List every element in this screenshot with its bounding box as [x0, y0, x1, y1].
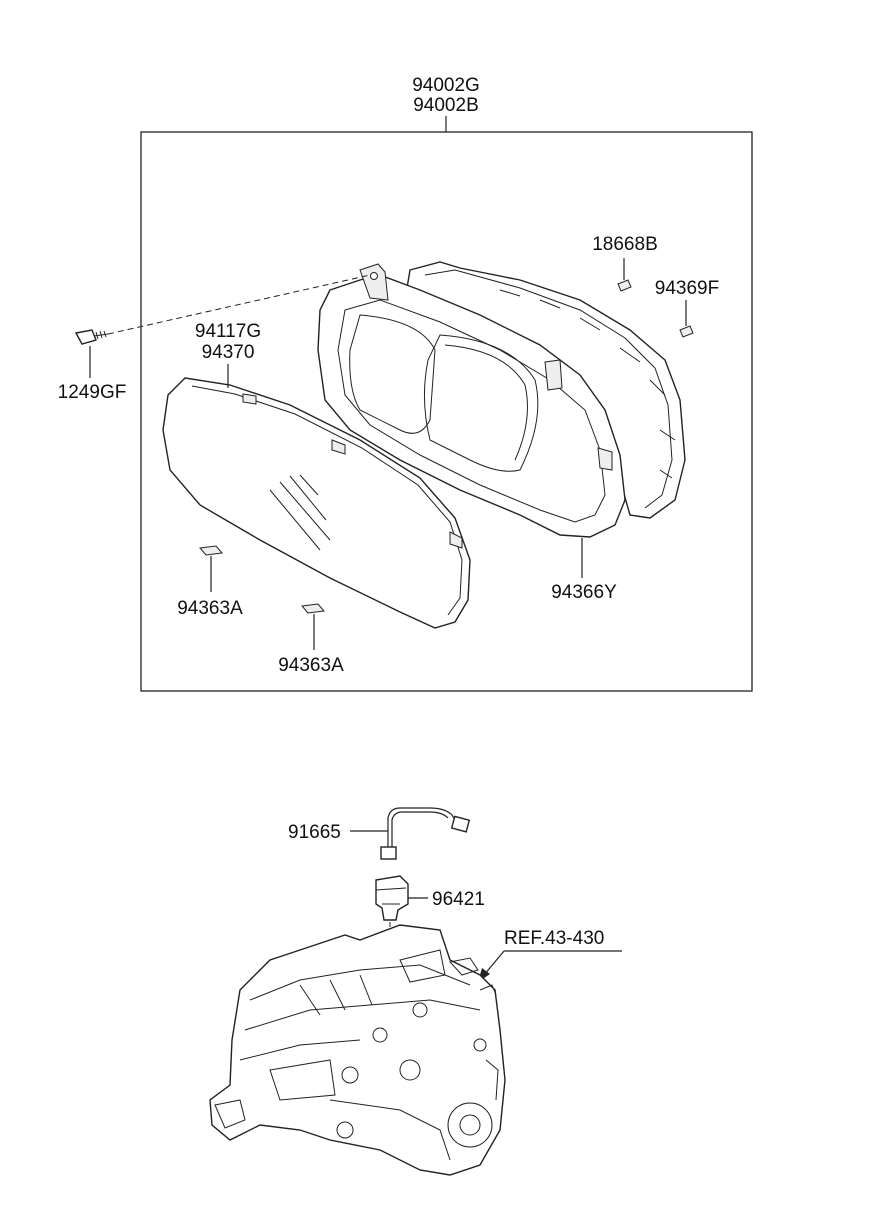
clip-94369F	[679, 325, 694, 338]
speed-sensor-96421	[375, 875, 409, 921]
cluster-housing-94366Y	[317, 263, 626, 538]
cluster-assembly-frame	[140, 131, 753, 692]
label-94363A-1: 94363A	[177, 598, 243, 619]
clip-18668B	[617, 279, 632, 292]
harness-91665	[380, 807, 471, 860]
label-18668B: 18668B	[592, 234, 658, 255]
screw-1249GF	[74, 329, 109, 345]
label-94117G: 94117G	[195, 321, 261, 342]
label-94366Y: 94366Y	[551, 582, 617, 603]
label-94363A-2: 94363A	[278, 655, 344, 676]
label-91665: 91665	[288, 822, 341, 843]
label-1249GF: 1249GF	[58, 382, 127, 403]
label-96421: 96421	[432, 889, 485, 910]
pad-94363A-2	[301, 603, 325, 614]
assembly-part-number-2: 94002B	[413, 95, 479, 116]
label-94370: 94370	[202, 342, 255, 363]
transaxle-assembly	[209, 924, 506, 1176]
label-94369F: 94369F	[655, 278, 719, 299]
assembly-part-number-1: 94002G	[412, 75, 480, 96]
ref-leader	[483, 950, 505, 976]
pad-94363A-1	[199, 545, 223, 556]
cluster-lens-94117G	[162, 377, 471, 629]
screw-phantom-line	[107, 274, 371, 335]
label-ref-43-430: REF.43-430	[504, 928, 604, 949]
